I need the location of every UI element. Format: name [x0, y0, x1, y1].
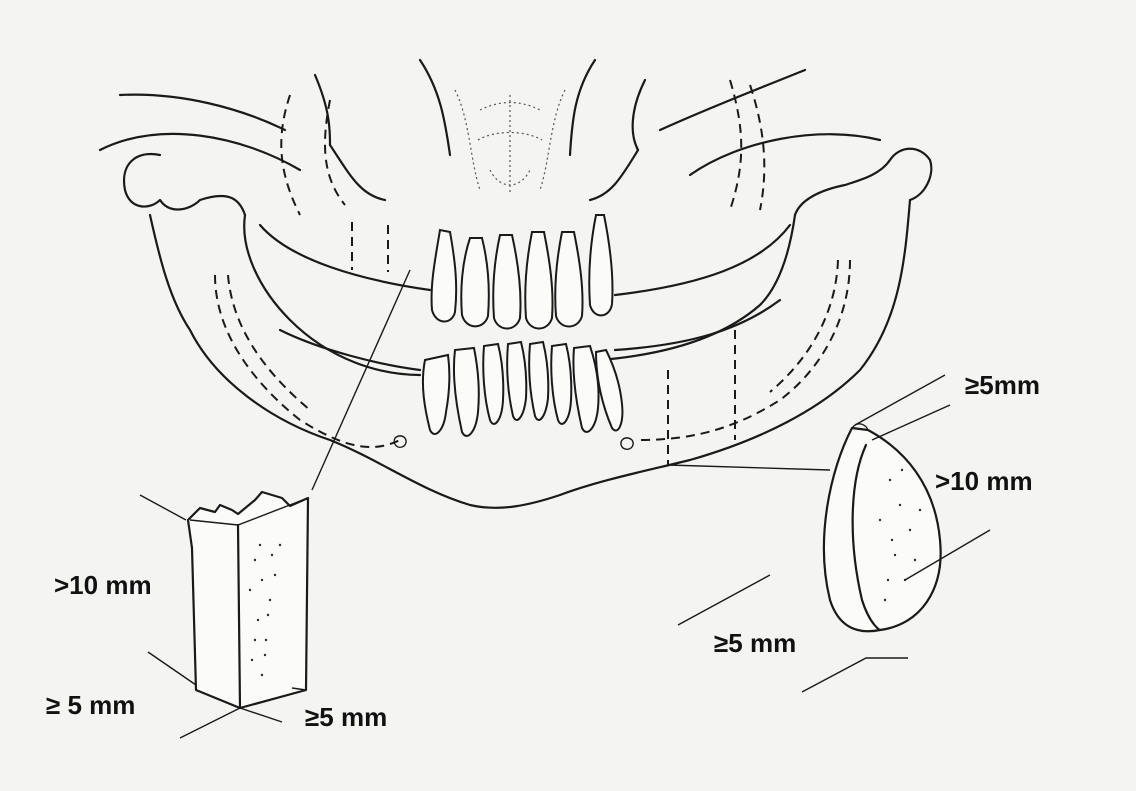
nasal-cavity — [455, 90, 565, 195]
sinus-lines — [281, 80, 764, 215]
lower-teeth — [423, 342, 622, 436]
label-left-height: >10 mm — [54, 572, 152, 598]
left-section-block — [140, 492, 308, 738]
label-left-depth: ≥ 5 mm — [46, 692, 135, 718]
label-right-top: ≥5mm — [965, 372, 1040, 398]
upper-teeth — [432, 215, 613, 329]
label-right-height: >10 mm — [935, 468, 1033, 494]
label-left-width: ≥5 mm — [305, 704, 387, 730]
mandible — [124, 149, 931, 508]
label-right-bottom: ≥5 mm — [714, 630, 796, 656]
